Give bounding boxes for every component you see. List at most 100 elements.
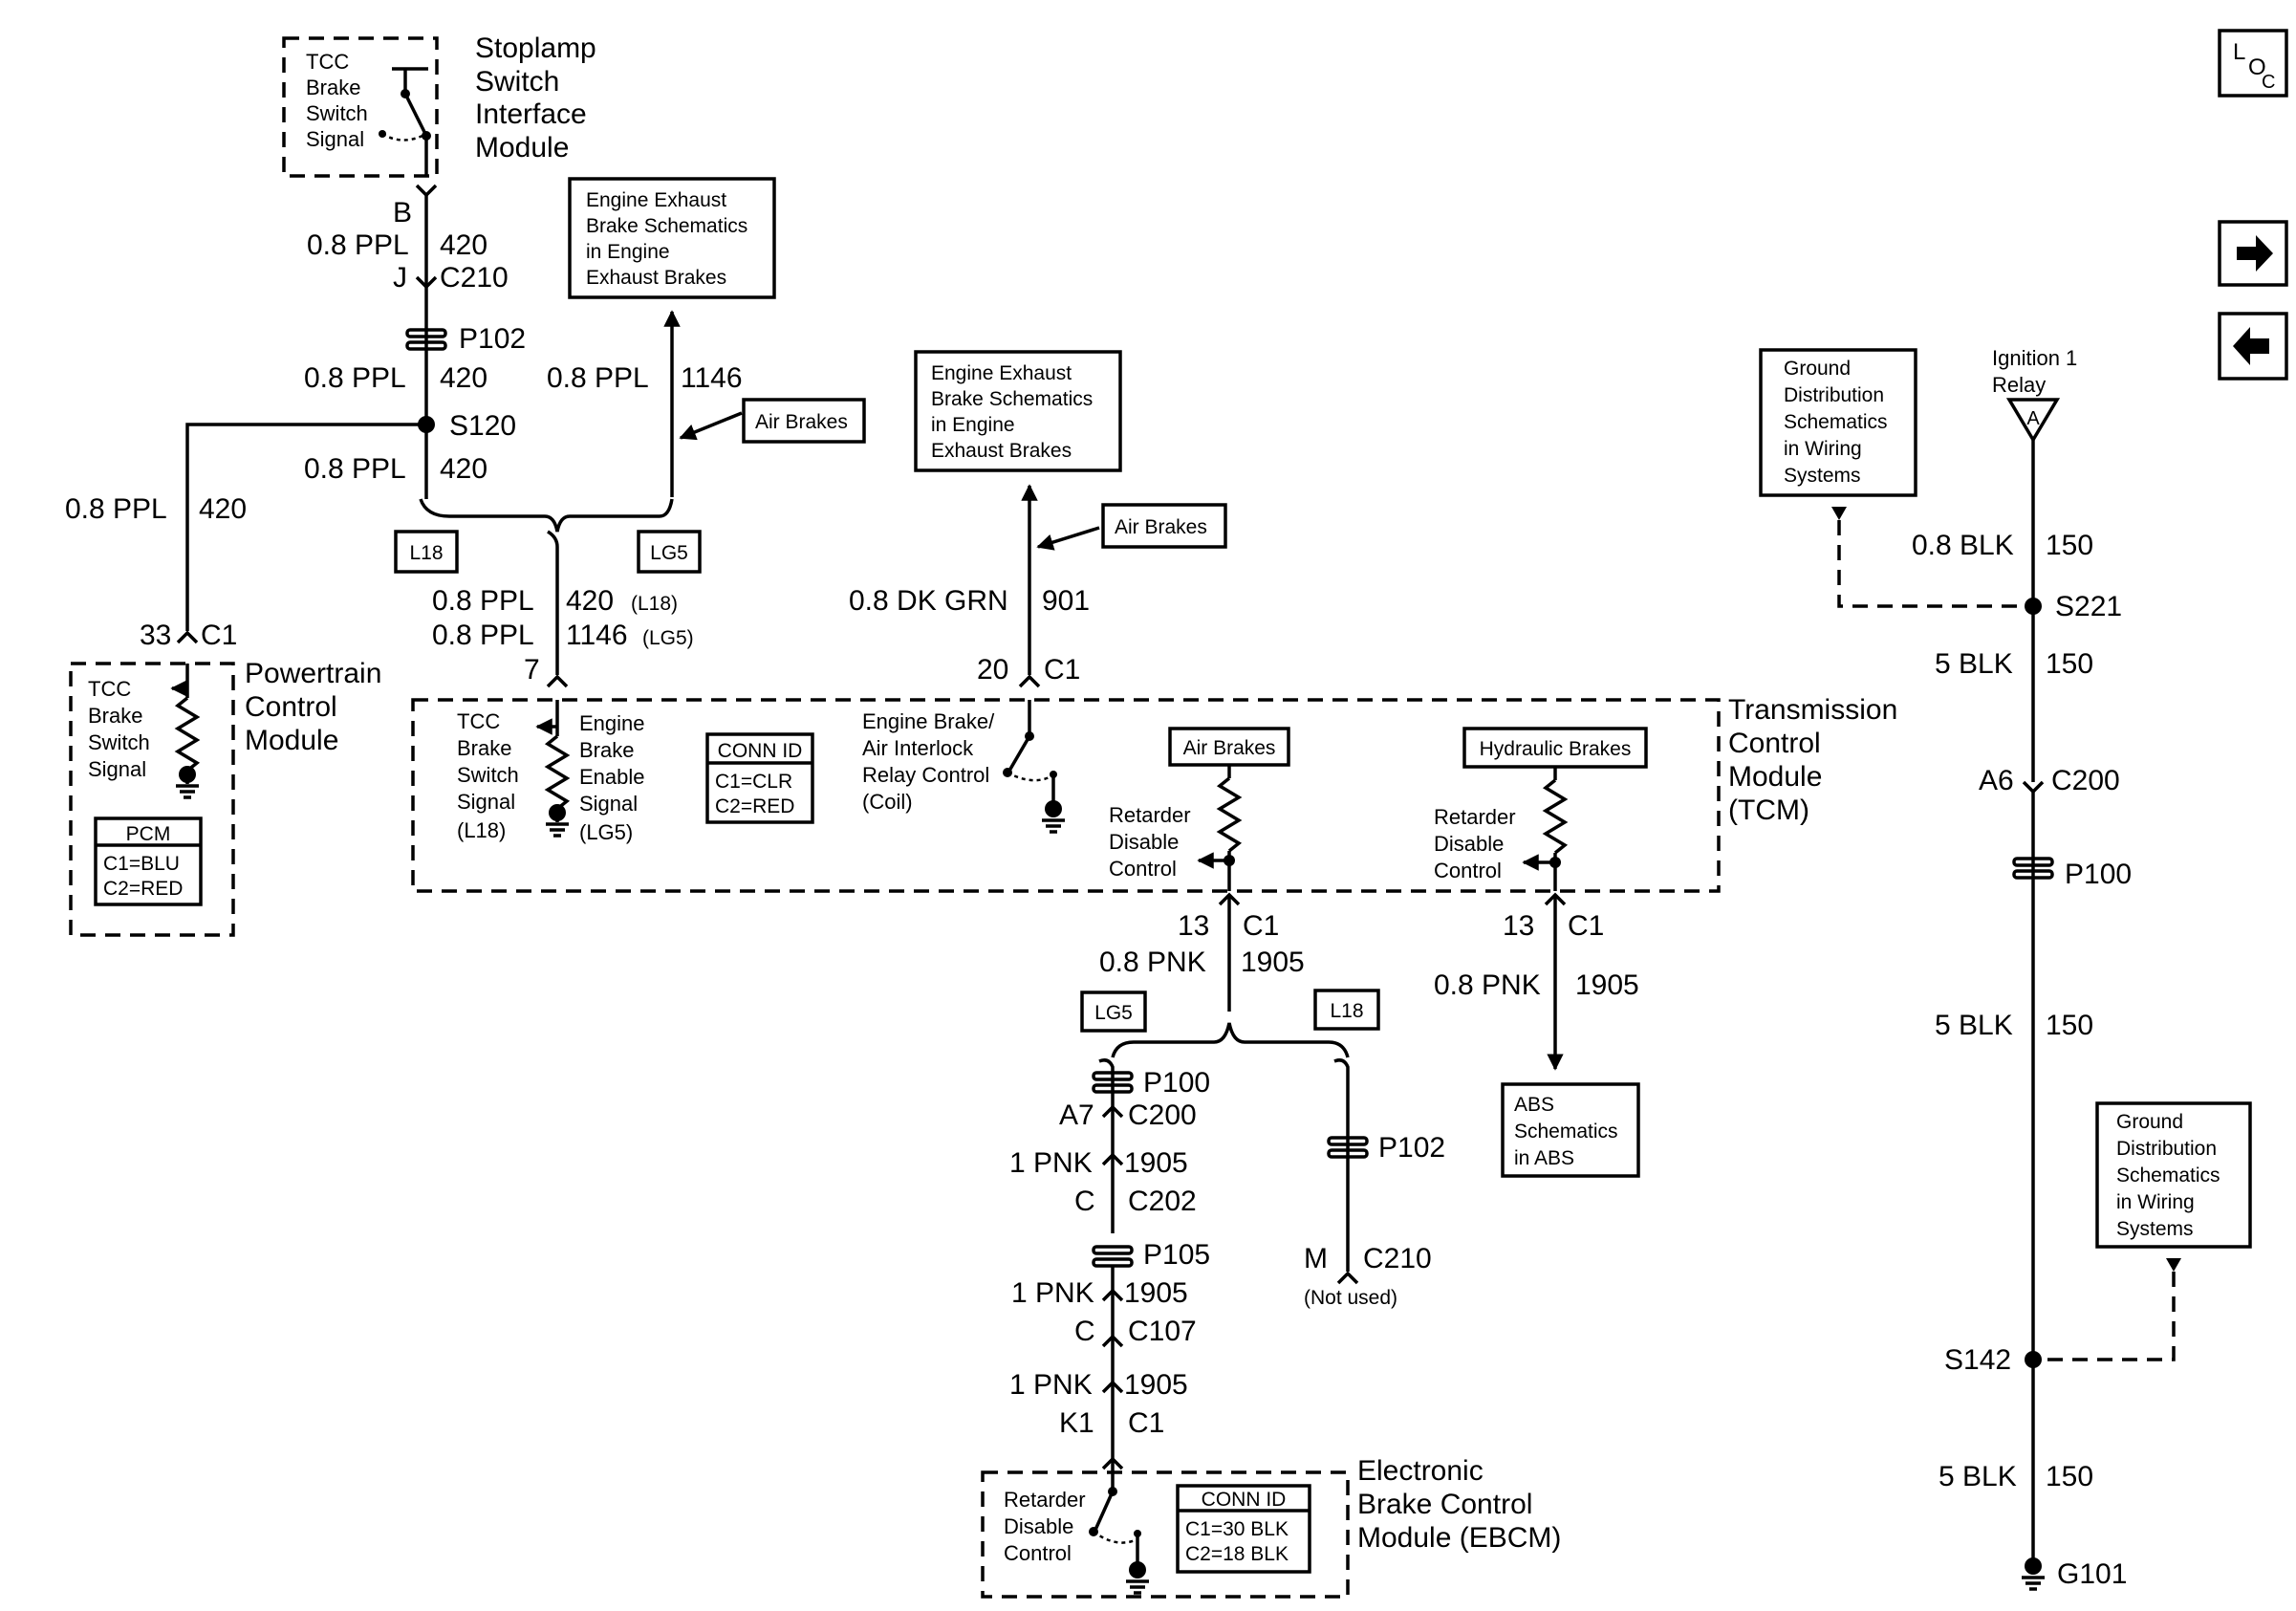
wire-150-circ4: 150 [2046, 1461, 2093, 1492]
pcm-pin: 33 [140, 620, 171, 651]
svg-text:Control: Control [245, 691, 337, 723]
prev-arrow-icon[interactable] [2218, 312, 2288, 381]
svg-text:Module: Module [1728, 761, 1822, 793]
svg-text:(Coil): (Coil) [862, 790, 913, 814]
wire-1905-air [1218, 892, 1241, 1012]
tcm-pin-7: 7 [524, 654, 540, 686]
wire-420-main [415, 184, 438, 427]
wire-1146-size: 0.8 PPL [547, 362, 649, 394]
svg-text:TCC: TCC [457, 709, 500, 733]
ebcm-path-size1: 1 PNK [1009, 1147, 1093, 1179]
svg-text:Brake Control: Brake Control [1357, 1489, 1532, 1520]
ebcm-name: Electronic Brake Control Module (EBCM) [1357, 1455, 1561, 1554]
pcm-signal-label: TCC Brake Switch Signal [88, 677, 150, 781]
option-hydraulic-brakes [1462, 727, 1648, 769]
p102-label: P102 [459, 323, 526, 355]
ground-dist-ref-1[interactable] [1759, 348, 1917, 497]
wire-1905-hyd [1544, 892, 1567, 1071]
g101-ground-symbol [2022, 1557, 2045, 1591]
ebcm-path-size2: 1 PNK [1011, 1277, 1094, 1309]
svg-text:Signal: Signal [579, 792, 638, 816]
svg-text:Signal: Signal [457, 790, 515, 814]
wire-1146-circuit: 1146 [681, 362, 743, 394]
wire-420-circuit-2: 420 [440, 362, 487, 394]
option-air-brakes-label: Air Brakes [1183, 737, 1276, 759]
wire-1905-air-size: 0.8 PNK [1099, 947, 1206, 978]
wire-pcm-circuit: 420 [199, 493, 247, 525]
wire-1905-air-connector: C1 [1243, 910, 1279, 942]
pcm-conn-id-box [94, 816, 203, 906]
s142-splice [2025, 1351, 2042, 1368]
next-arrow-icon[interactable] [2218, 220, 2288, 287]
tcm-relay-switch [1003, 700, 1065, 834]
engine-exhaust-ref-1-text: Engine Exhaust Brake Schematics in Engin… [586, 189, 747, 289]
retarder-1-resistor [1197, 765, 1243, 891]
stoplamp-switch-symbol [379, 67, 431, 176]
svg-text:J: J [393, 262, 407, 294]
svg-text:Relay: Relay [1992, 373, 2046, 397]
wire-1905-hyd-size: 0.8 PNK [1434, 969, 1541, 1001]
svg-text:Signal: Signal [88, 757, 146, 781]
engine-exhaust-ref-2[interactable] [914, 350, 1122, 472]
ebcm-switch-label: Retarder Disable Control [1004, 1488, 1086, 1565]
ebcm-box [981, 1470, 1350, 1599]
wire-150-circ1: 150 [2046, 530, 2093, 561]
ground-dist-ref-2-text: Ground Distribution Schematics in Wiring… [2116, 1111, 2220, 1240]
svg-text:in Engine: in Engine [586, 241, 670, 263]
engine-exhaust-ref-1[interactable] [568, 177, 776, 299]
svg-text:in ABS: in ABS [1514, 1147, 1574, 1169]
loc-icon[interactable]: L O C [2218, 29, 2288, 98]
wire-150-size2: 5 BLK [1935, 648, 2013, 680]
abs-ref[interactable] [1501, 1082, 1640, 1178]
air-brakes-ref-2[interactable] [1101, 503, 1227, 549]
ground-dist-ref-2[interactable] [2095, 1101, 2252, 1249]
option-l18-bottom-label: L18 [1330, 1000, 1363, 1022]
svg-text:Distribution: Distribution [2116, 1138, 2217, 1160]
abs-ref-text: ABS Schematics in ABS [1514, 1094, 1618, 1169]
svg-text:Interface: Interface [475, 98, 587, 130]
svg-text:Retarder: Retarder [1109, 803, 1191, 827]
wire-1905-l18-branch [1327, 1058, 1369, 1285]
wire-1905-air-pin: 13 [1178, 910, 1209, 942]
ebcm-path-c1: C1 [1128, 1407, 1164, 1439]
tcm-conn-title: CONN ID [718, 740, 803, 762]
ebcm-path-c200: C200 [1128, 1099, 1197, 1131]
ebcm-conn-c2: C2=18 BLK [1185, 1543, 1289, 1565]
air-brakes-pointer-2 [1036, 526, 1100, 551]
tcm-pin-20-connector: C1 [1044, 654, 1080, 686]
ground-dist-2-link [2042, 1258, 2181, 1361]
svg-text:Schematics: Schematics [2116, 1165, 2220, 1186]
svg-text:(LG5): (LG5) [579, 820, 633, 844]
svg-text:Engine: Engine [579, 711, 645, 735]
wire-1905-hyd-connector: C1 [1568, 910, 1604, 942]
wire-420-size-3: 0.8 PPL [304, 453, 406, 485]
wire-1905-lg5-branch [1092, 1058, 1134, 1472]
svg-text:Control: Control [1109, 857, 1177, 881]
svg-text:Control: Control [1728, 728, 1821, 759]
svg-text:O: O [2248, 54, 2266, 80]
wire-tcm-pin7 [547, 530, 559, 675]
svg-text:Stoplamp: Stoplamp [475, 33, 596, 64]
svg-text:Relay Control: Relay Control [862, 763, 989, 787]
ebcm-conn-c1: C1=30 BLK [1185, 1518, 1289, 1540]
stoplamp-signal-label: TCC Brake Switch Signal [306, 50, 368, 151]
ground-dist-ref-1-text: Ground Distribution Schematics in Wiring… [1784, 358, 1888, 487]
option-l18-top-label: L18 [409, 542, 443, 564]
ground-path-a6: A6 [1979, 765, 2014, 796]
option-lg5-bottom [1080, 991, 1147, 1033]
tcm-input-resistor [535, 700, 571, 838]
svg-text:Transmission: Transmission [1728, 694, 1897, 726]
svg-text:Electronic: Electronic [1357, 1455, 1484, 1487]
tcm-tcc-signal-label: TCC Brake Switch Signal (L18) [457, 709, 519, 842]
svg-text:Distribution: Distribution [1784, 384, 1884, 406]
svg-text:Switch: Switch [306, 101, 368, 125]
air-brakes-ref-1[interactable] [742, 398, 866, 444]
svg-text:Engine Exhaust: Engine Exhaust [931, 362, 1072, 384]
svg-text:Disable: Disable [1434, 832, 1504, 856]
p100-splice-pack [2012, 857, 2054, 880]
tcm-pin-20: 20 [977, 654, 1008, 686]
ebcm-path-pin-c1: C [1074, 1186, 1095, 1217]
option-lg5-bottom-label: LG5 [1094, 1002, 1133, 1024]
ignition-relay-symbol [2005, 398, 2061, 444]
pcm-conn-c1: C1=BLU [103, 853, 180, 875]
